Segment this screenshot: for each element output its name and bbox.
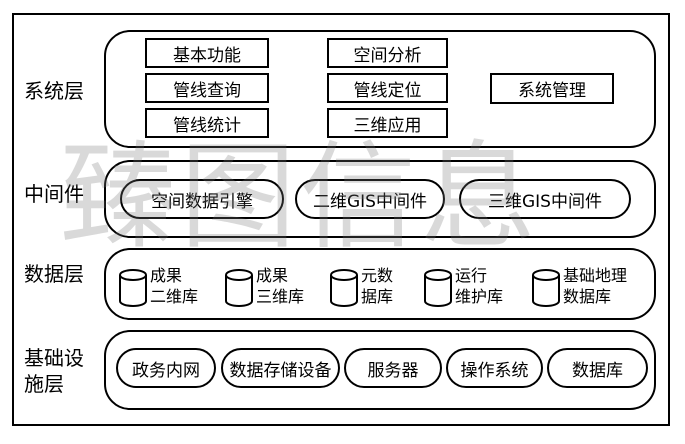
system-item-pipeline-statistics: 管线统计 <box>145 108 269 138</box>
database-icon <box>119 269 147 307</box>
infra-layer-box <box>104 330 656 410</box>
database-3d-results: 成果 三维库 <box>224 265 319 311</box>
database-icon <box>225 269 253 307</box>
architecture-frame <box>12 13 670 426</box>
data-layer-box <box>104 248 656 320</box>
layer-label-data: 数据层 <box>24 262 84 286</box>
infra-database: 数据库 <box>547 348 648 388</box>
database-operation-maintenance: 运行 维护库 <box>423 265 523 311</box>
database-icon <box>330 269 358 307</box>
database-2d-results: 成果 二维库 <box>118 265 208 311</box>
middleware-3d-gis: 三维GIS中间件 <box>459 179 631 219</box>
layer-label-middleware: 中间件 <box>24 182 84 206</box>
system-item-basic-functions: 基本功能 <box>145 38 269 68</box>
system-layer-box <box>104 30 656 148</box>
infra-data-storage-device: 数据存储设备 <box>221 348 340 388</box>
system-item-3d-application: 三维应用 <box>327 108 448 138</box>
middleware-spatial-data-engine: 空间数据引擎 <box>120 179 284 219</box>
layer-label-infra-line1: 基础设 <box>24 346 84 370</box>
layer-label-system: 系统层 <box>24 79 84 103</box>
system-item-system-management: 系统管理 <box>490 73 614 104</box>
database-label: 成果 二维库 <box>150 266 199 306</box>
middleware-layer-box <box>104 160 656 238</box>
database-base-geographic: 基础地理 数据库 <box>531 265 646 311</box>
database-label: 元数 据库 <box>361 266 394 306</box>
infra-government-intranet: 政务内网 <box>116 348 216 388</box>
database-label: 基础地理 数据库 <box>563 266 628 306</box>
database-label: 运行 维护库 <box>455 266 504 306</box>
middleware-2d-gis: 二维GIS中间件 <box>295 179 445 219</box>
database-icon <box>532 269 560 307</box>
layer-label-infra-line2: 施层 <box>24 372 64 396</box>
system-item-spatial-analysis: 空间分析 <box>327 38 448 68</box>
system-item-pipeline-locate: 管线定位 <box>327 73 448 103</box>
infra-operating-system: 操作系统 <box>446 348 543 388</box>
database-icon <box>424 269 452 307</box>
database-metadata: 元数 据库 <box>329 265 409 311</box>
infra-server: 服务器 <box>344 348 442 388</box>
system-item-pipeline-query: 管线查询 <box>145 73 269 103</box>
database-label: 成果 三维库 <box>256 266 305 306</box>
